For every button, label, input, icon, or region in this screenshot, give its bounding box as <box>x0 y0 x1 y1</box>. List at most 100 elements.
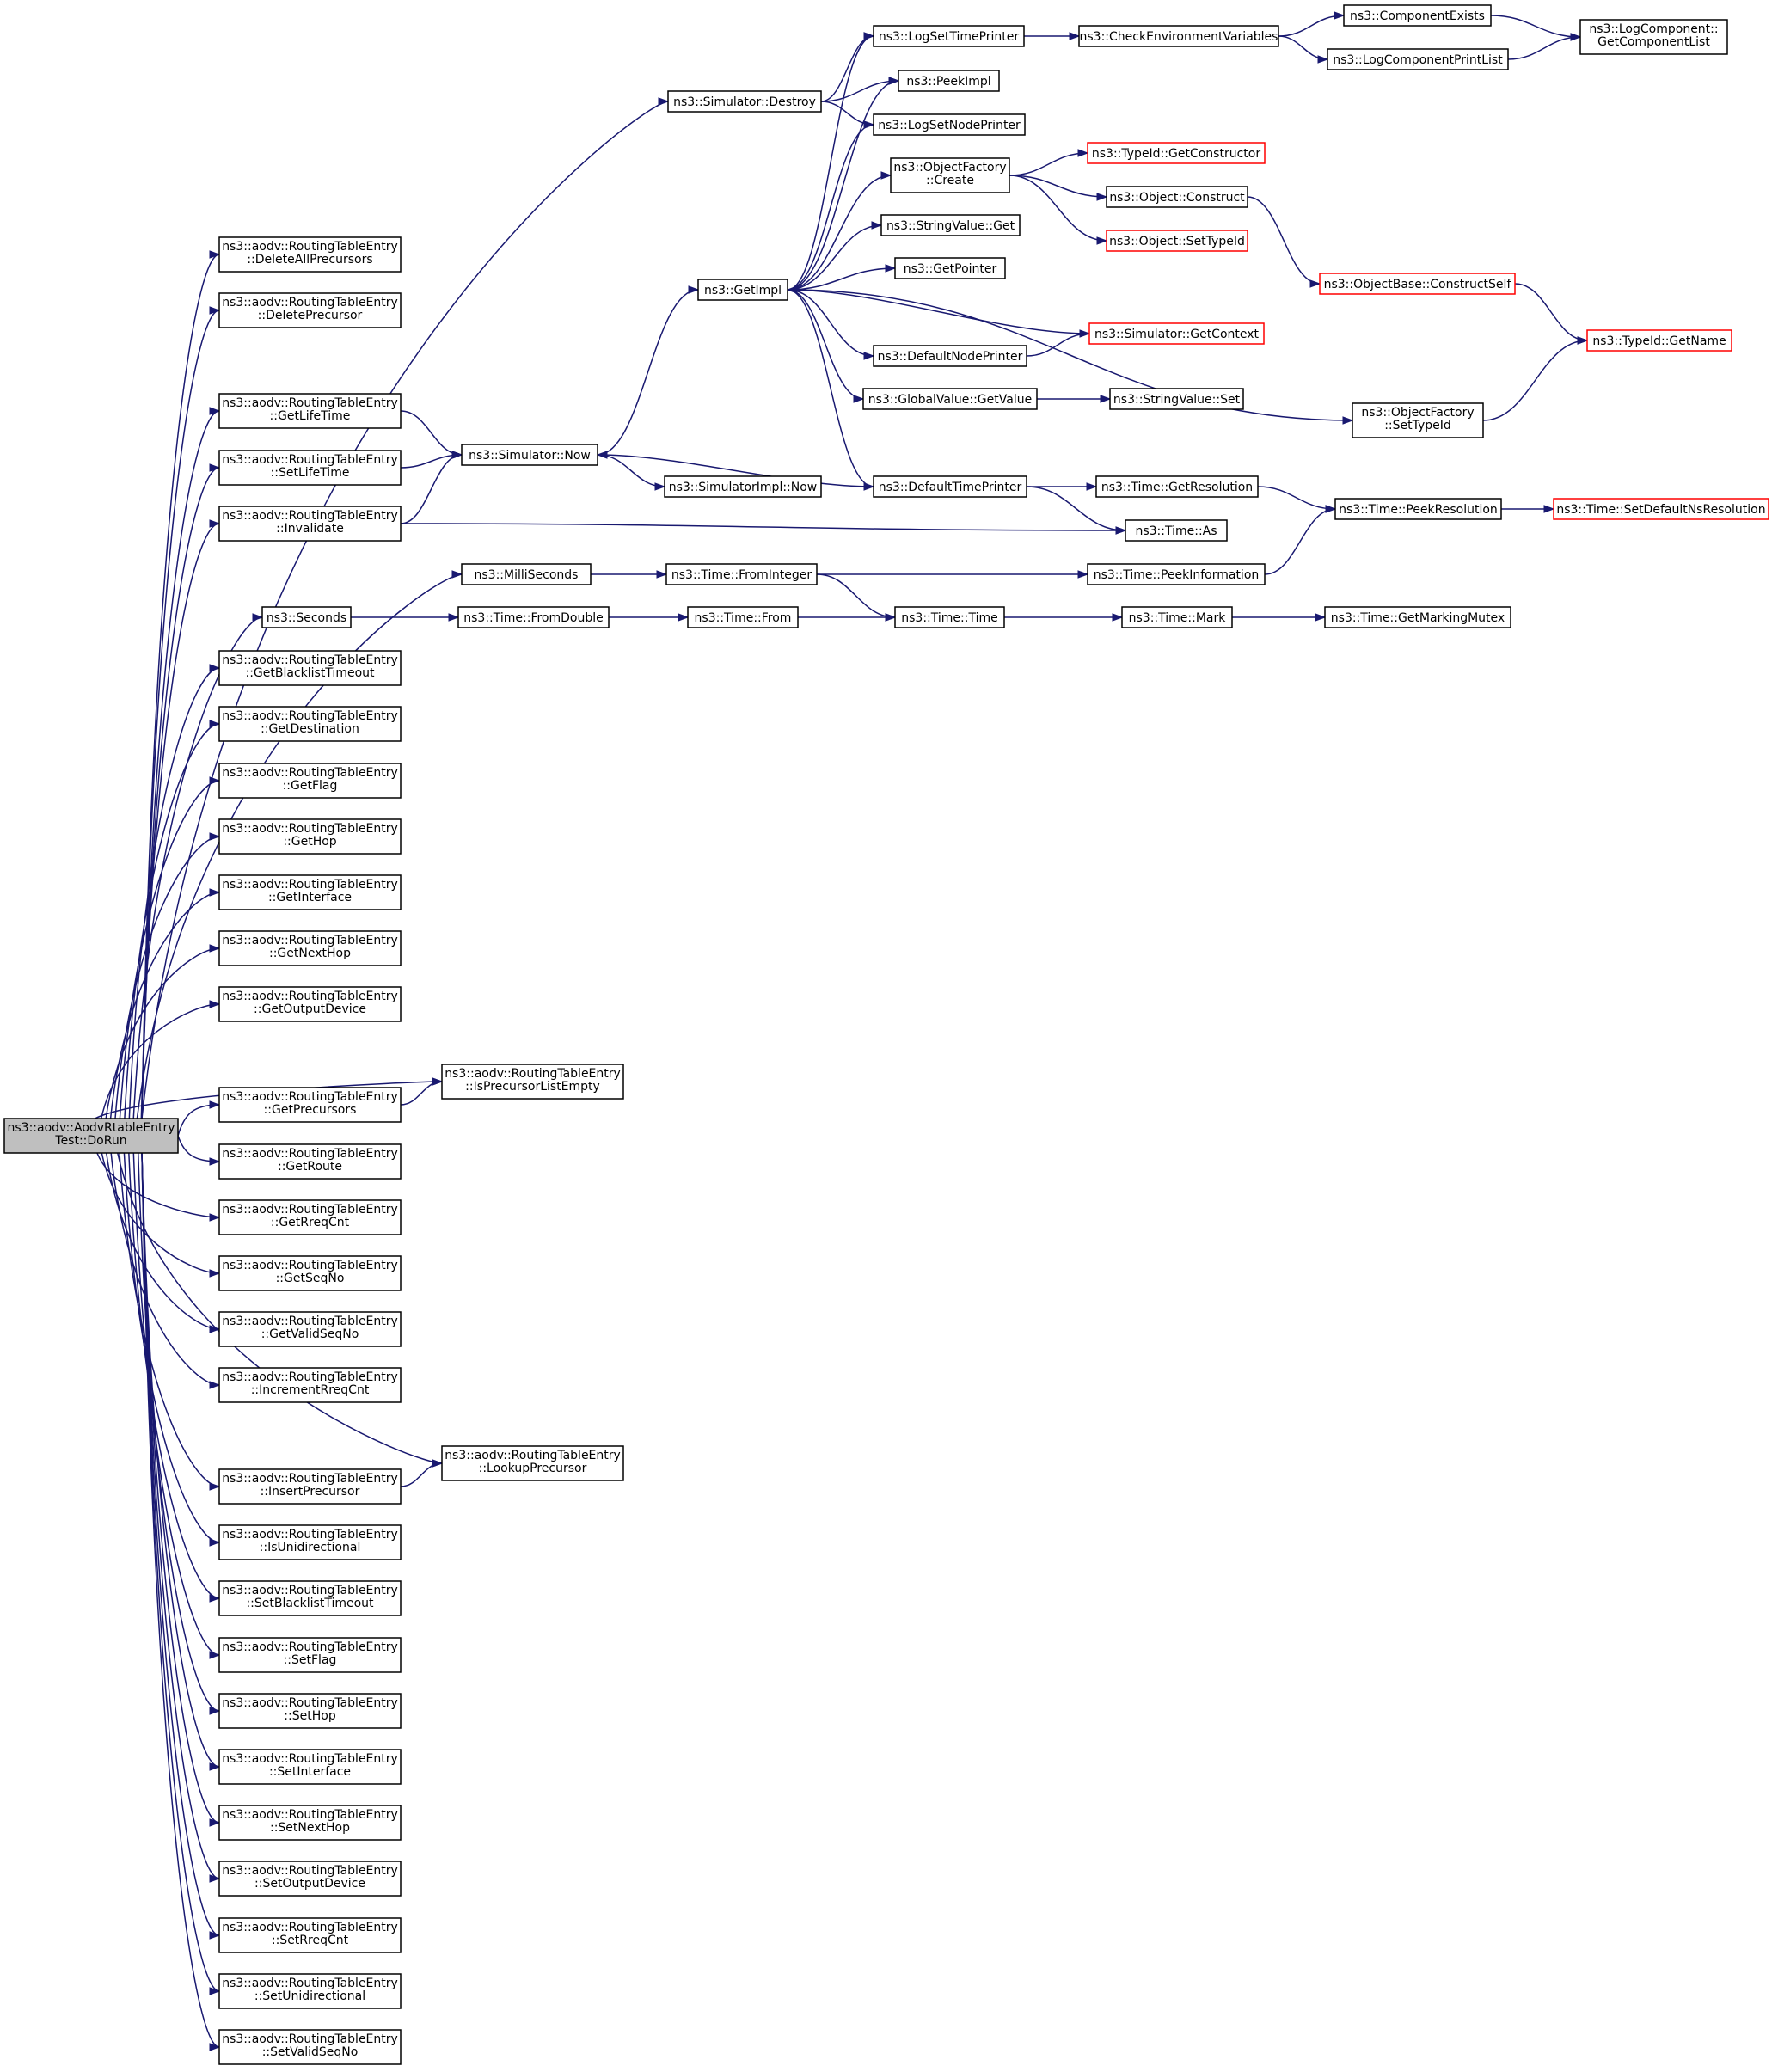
node-label: ns3::aodv::AodvRtableEntry <box>8 1121 175 1135</box>
arrowhead-root-to-ms <box>451 570 463 579</box>
node-box <box>1121 606 1233 628</box>
node-ns3-simulatorimpl-now[interactable]: ns3::SimulatorImpl::Now <box>664 475 822 498</box>
node-ns3-stringvalue-get[interactable]: ns3::StringValue::Get <box>880 214 1021 236</box>
node-ns3-simulator-getcontext[interactable]: ns3::Simulator::GetContext <box>1088 322 1265 345</box>
node-ns3-aodv-routingtableentry-setlifetime[interactable]: ns3::aodv::RoutingTableEntry::SetLifeTim… <box>218 450 402 486</box>
node-ns3-aodv-routingtableentry-lookupprecursor[interactable]: ns3::aodv::RoutingTableEntry::LookupPrec… <box>441 1445 624 1481</box>
arrowhead-root-to-isuni <box>209 1538 221 1547</box>
node-ns3-aodv-routingtableentry-setunidirectional[interactable]: ns3::aodv::RoutingTableEntry::SetUnidire… <box>218 1973 402 2009</box>
node-ns3-aodv-routingtableentry-setvalidseqno[interactable]: ns3::aodv::RoutingTableEntry::SetValidSe… <box>218 2029 402 2065</box>
node-ns3-aodv-routingtableentry-deleteallprecursors[interactable]: ns3::aodv::RoutingTableEntry::DeleteAllP… <box>218 236 402 273</box>
arrowhead-ms-to-tfromint <box>656 570 668 579</box>
node-ns3-aodv-routingtableentry-getvalidseqno[interactable]: ns3::aodv::RoutingTableEntry::GetValidSe… <box>218 1311 402 1347</box>
node-ns3-aodv-routingtableentry-gethop[interactable]: ns3::aodv::RoutingTableEntry::GetHop <box>218 818 402 855</box>
node-ns3-aodv-routingtableentry-getprecursors[interactable]: ns3::aodv::RoutingTableEntry::GetPrecurs… <box>218 1087 402 1123</box>
node-ns3-time-from[interactable]: ns3::Time::From <box>687 606 799 628</box>
node-ns3-logcomponentprintlist[interactable]: ns3::LogComponentPrintList <box>1327 48 1509 70</box>
node-label: ns3::aodv::RoutingTableEntry <box>222 1528 398 1542</box>
node-ns3-aodv-routingtableentry-setoutputdevice[interactable]: ns3::aodv::RoutingTableEntry::SetOutputD… <box>218 1861 402 1897</box>
node-ns3-objectfactory-settypeid[interactable]: ns3::ObjectFactory::SetTypeId <box>1352 402 1484 438</box>
node-ns3-aodv-routingtableentry-setrreqcnt[interactable]: ns3::aodv::RoutingTableEntry::SetRreqCnt <box>218 1917 402 1953</box>
node-ns3-checkenvironmentvariables[interactable]: ns3::CheckEnvironmentVariables <box>1078 25 1279 47</box>
node-ns3-aodv-routingtableentry-deleteprecursor[interactable]: ns3::aodv::RoutingTableEntry::DeletePrec… <box>218 292 402 328</box>
node-ns3-logsettimeprinter[interactable]: ns3::LogSetTimePrinter <box>873 25 1025 47</box>
node-ns3-logcomponent-getcomponentlist[interactable]: ns3::LogComponent::GetComponentList <box>1579 19 1728 55</box>
node-ns3-object-settypeid[interactable]: ns3::Object::SetTypeId <box>1106 230 1248 252</box>
node-label: ::GetHop <box>283 835 336 849</box>
node-ns3-getpointer[interactable]: ns3::GetPointer <box>894 257 1006 279</box>
node-ns3-aodv-routingtableentry-isprecursorlistempty[interactable]: ns3::aodv::RoutingTableEntry::IsPrecurso… <box>441 1064 624 1100</box>
node-box <box>218 1637 402 1673</box>
node-box <box>218 986 402 1022</box>
node-ns3-object-construct[interactable]: ns3::Object::Construct <box>1106 186 1248 208</box>
node-ns3-aodv-routingtableentry-setinterface[interactable]: ns3::aodv::RoutingTableEntry::SetInterfa… <box>218 1749 402 1785</box>
node-ns3-seconds[interactable]: ns3::Seconds <box>261 606 352 628</box>
node-label: ns3::LogComponentPrintList <box>1333 53 1503 67</box>
node-box <box>1586 329 1732 352</box>
node-ns3-stringvalue-set[interactable]: ns3::StringValue::Set <box>1109 388 1244 410</box>
node-ns3-aodv-routingtableentry-invalidate[interactable]: ns3::aodv::RoutingTableEntry::Invalidate <box>218 506 402 542</box>
node-box <box>441 1064 624 1100</box>
node-ns3-time-getmarkingmutex[interactable]: ns3::Time::GetMarkingMutex <box>1324 606 1511 628</box>
node-ns3-componentexists[interactable]: ns3::ComponentExists <box>1343 4 1492 27</box>
call-edge-tgetres-to-tpeekres <box>1257 486 1336 510</box>
node-ns3-aodv-routingtableentry-getblacklisttimeout[interactable]: ns3::aodv::RoutingTableEntry::GetBlackli… <box>218 650 402 686</box>
node-ns3-time-getresolution[interactable]: ns3::Time::GetResolution <box>1095 475 1259 498</box>
node-ns3-aodv-routingtableentry-getinterface[interactable]: ns3::aodv::RoutingTableEntry::GetInterfa… <box>218 874 402 910</box>
node-label: ::GetInterface <box>268 891 352 904</box>
call-edge-simnow-to-getimpl <box>597 289 699 456</box>
node-ns3-time-setdefaultnsresolution[interactable]: ns3::Time::SetDefaultNsResolution <box>1553 498 1769 520</box>
node-ns3-aodv-routingtableentry-getlifetime[interactable]: ns3::aodv::RoutingTableEntry::GetLifeTim… <box>218 393 402 429</box>
node-ns3-time-fromdouble[interactable]: ns3::Time::FromDouble <box>457 606 610 628</box>
node-ns3-aodv-routingtableentry-insertprecursor[interactable]: ns3::aodv::RoutingTableEntry::InsertPrec… <box>218 1468 402 1505</box>
node-label: ns3::ObjectBase::ConstructSelf <box>1324 278 1512 291</box>
node-ns3-time-peekinformation[interactable]: ns3::Time::PeekInformation <box>1087 563 1266 585</box>
node-ns3-aodv-routingtableentry-getflag[interactable]: ns3::aodv::RoutingTableEntry::GetFlag <box>218 763 402 799</box>
node-ns3-objectfactory-create[interactable]: ns3::ObjectFactory::Create <box>890 157 1010 193</box>
call-edge-simdestroy-to-logsettp <box>820 35 874 102</box>
node-ns3-defaultnodeprinter[interactable]: ns3::DefaultNodePrinter <box>873 345 1027 367</box>
node-ns3-logsetnodeprinter[interactable]: ns3::LogSetNodePrinter <box>873 113 1026 136</box>
node-ns3-aodv-routingtableentry-getroute[interactable]: ns3::aodv::RoutingTableEntry::GetRoute <box>218 1143 402 1180</box>
node-ns3-milliseconds[interactable]: ns3::MilliSeconds <box>461 563 592 585</box>
node-box <box>218 2029 402 2065</box>
node-label: ::GetSeqNo <box>276 1272 345 1285</box>
node-ns3-aodv-routingtableentry-getdestination[interactable]: ns3::aodv::RoutingTableEntry::GetDestina… <box>218 706 402 742</box>
node-ns3-aodv-routingtableentry-setflag[interactable]: ns3::aodv::RoutingTableEntry::SetFlag <box>218 1637 402 1673</box>
node-ns3-time-frominteger[interactable]: ns3::Time::FromInteger <box>665 563 818 585</box>
node-ns3-aodv-routingtableentry-sethop[interactable]: ns3::aodv::RoutingTableEntry::SetHop <box>218 1693 402 1729</box>
node-ns3-time-time[interactable]: ns3::Time::Time <box>894 606 1005 628</box>
node-box <box>218 1973 402 2009</box>
node-ns3-aodv-routingtableentry-getnexthop[interactable]: ns3::aodv::RoutingTableEntry::GetNextHop <box>218 930 402 966</box>
node-ns3-aodv-routingtableentry-getoutputdevice[interactable]: ns3::aodv::RoutingTableEntry::GetOutputD… <box>218 986 402 1022</box>
node-ns3-typeid-getconstructor[interactable]: ns3::TypeId::GetConstructor <box>1087 142 1266 164</box>
node-ns3-aodv-routingtableentry-getrreqcnt[interactable]: ns3::aodv::RoutingTableEntry::GetRreqCnt <box>218 1199 402 1235</box>
node-ns3-aodv-routingtableentry-incrementrreqcnt[interactable]: ns3::aodv::RoutingTableEntry::IncrementR… <box>218 1367 402 1403</box>
node-ns3-time-mark[interactable]: ns3::Time::Mark <box>1121 606 1233 628</box>
node-ns3-time-peekresolution[interactable]: ns3::Time::PeekResolution <box>1334 498 1502 520</box>
node-ns3-aodv-routingtableentry-getseqno[interactable]: ns3::aodv::RoutingTableEntry::GetSeqNo <box>218 1255 402 1291</box>
node-ns3-typeid-getname[interactable]: ns3::TypeId::GetName <box>1586 329 1732 352</box>
node-ns3-simulator-destroy[interactable]: ns3::Simulator::Destroy <box>667 90 822 113</box>
node-ns3-globalvalue-getvalue[interactable]: ns3::GlobalValue::GetValue <box>862 388 1038 410</box>
node-ns3-peekimpl[interactable]: ns3::PeekImpl <box>898 70 1000 92</box>
arrowhead-getimpl-to-defnp <box>863 352 875 360</box>
node-label: ::GetDestination <box>261 722 359 736</box>
arrowhead-getimpl-to-peekimpl <box>888 77 900 85</box>
node-ns3-aodv-routingtableentry-setblacklisttimeout[interactable]: ns3::aodv::RoutingTableEntry::SetBlackli… <box>218 1580 402 1616</box>
node-label: ns3::Time::FromDouble <box>463 611 604 625</box>
node-box <box>218 1255 402 1291</box>
node-label: ::SetNextHop <box>270 1821 350 1835</box>
arrowhead-deftp-to-tas <box>1115 526 1127 535</box>
node-ns3-simulator-now[interactable]: ns3::Simulator::Now <box>461 444 598 466</box>
node-ns3-time-as[interactable]: ns3::Time::As <box>1125 519 1228 542</box>
node-ns3-aodv-routingtableentry-isunidirectional[interactable]: ns3::aodv::RoutingTableEntry::IsUnidirec… <box>218 1524 402 1560</box>
node-ns3-objectbase-constructself[interactable]: ns3::ObjectBase::ConstructSelf <box>1319 273 1516 295</box>
node-ns3-defaulttimeprinter[interactable]: ns3::DefaultTimePrinter <box>873 475 1027 498</box>
call-edge-getimpl-to-gvgetval <box>787 289 864 400</box>
call-edge-root-to-getlife <box>141 410 220 1119</box>
call-edge-root-to-setbl <box>128 1152 220 1599</box>
node-ns3-getimpl[interactable]: ns3::GetImpl <box>697 279 788 301</box>
node-ns3-aodv-routingtableentry-setnexthop[interactable]: ns3::aodv::RoutingTableEntry::SetNextHop <box>218 1805 402 1841</box>
